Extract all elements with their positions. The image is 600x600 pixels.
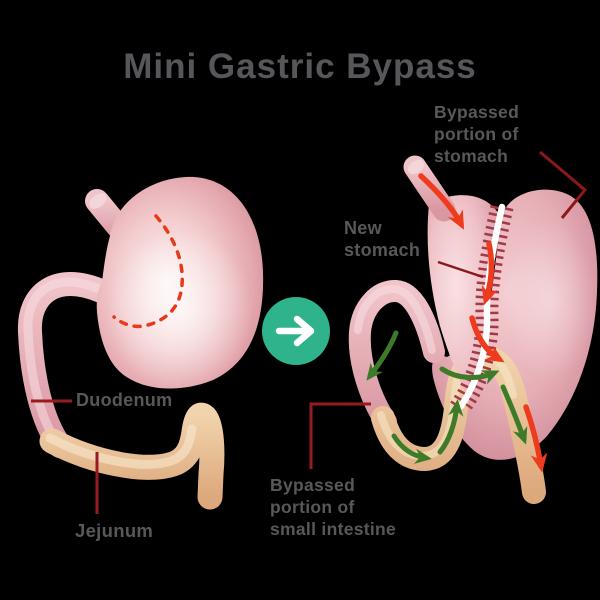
new-stomach-label: New stomach: [344, 217, 420, 261]
normal-stomach-diagram: [17, 176, 264, 510]
jejunum-tube-highlight: [45, 424, 197, 469]
esophagus-cut-end-right: [407, 159, 425, 175]
esophagus-tube-right: [403, 155, 456, 222]
new-stomach-leader-line: [437, 260, 484, 279]
bypassed-duodenum-tube: [348, 280, 445, 433]
bile-arrow-2: [391, 433, 432, 464]
bile-arrow-1: [366, 330, 399, 381]
food-arrow-1: [418, 173, 465, 230]
incision-dashed-line: [112, 214, 184, 329]
label-line: stomach: [344, 240, 421, 260]
transition-arrow-button: [262, 297, 330, 365]
label-line: portion of: [434, 124, 519, 144]
duodenum-tube: [17, 272, 113, 458]
bypassed-duodenum-highlight: [354, 285, 436, 354]
bypassed-intestine-leader-line: [309, 402, 371, 469]
bypassed-stomach-label: Bypassed portion of stomach: [434, 101, 519, 167]
jejunum-label: Jejunum: [75, 520, 154, 541]
label-line: small intestine: [270, 519, 397, 539]
label-line: Bypassed: [270, 475, 356, 495]
label-line: Bypassed: [434, 102, 520, 122]
stomach-highlight: [108, 228, 252, 392]
page-title: Mini Gastric Bypass: [123, 47, 477, 86]
bypassed-stomach-leader-line: [539, 150, 588, 219]
food-arrow-3: [469, 315, 505, 363]
label-line: New: [344, 218, 382, 238]
label-line: stomach: [434, 146, 509, 166]
esophagus-cut-end: [89, 193, 107, 209]
bypass-result-diagram: [348, 155, 598, 504]
bypassed-stomach-highlight: [504, 220, 596, 380]
food-arrow-2: [481, 241, 498, 306]
label-line: portion of: [270, 497, 355, 517]
duodenum-label: Duodenum: [76, 390, 173, 410]
bile-arrow-3: [437, 399, 464, 455]
bile-arrow-4: [439, 366, 500, 385]
bypassed-intestine-label: Bypassed portion of small intestine: [270, 474, 396, 540]
arrow-right-icon: [275, 315, 315, 347]
duodenum-tube-highlight: [23, 277, 104, 449]
bile-arrow-5: [500, 384, 528, 445]
food-arrow-4: [523, 404, 548, 473]
